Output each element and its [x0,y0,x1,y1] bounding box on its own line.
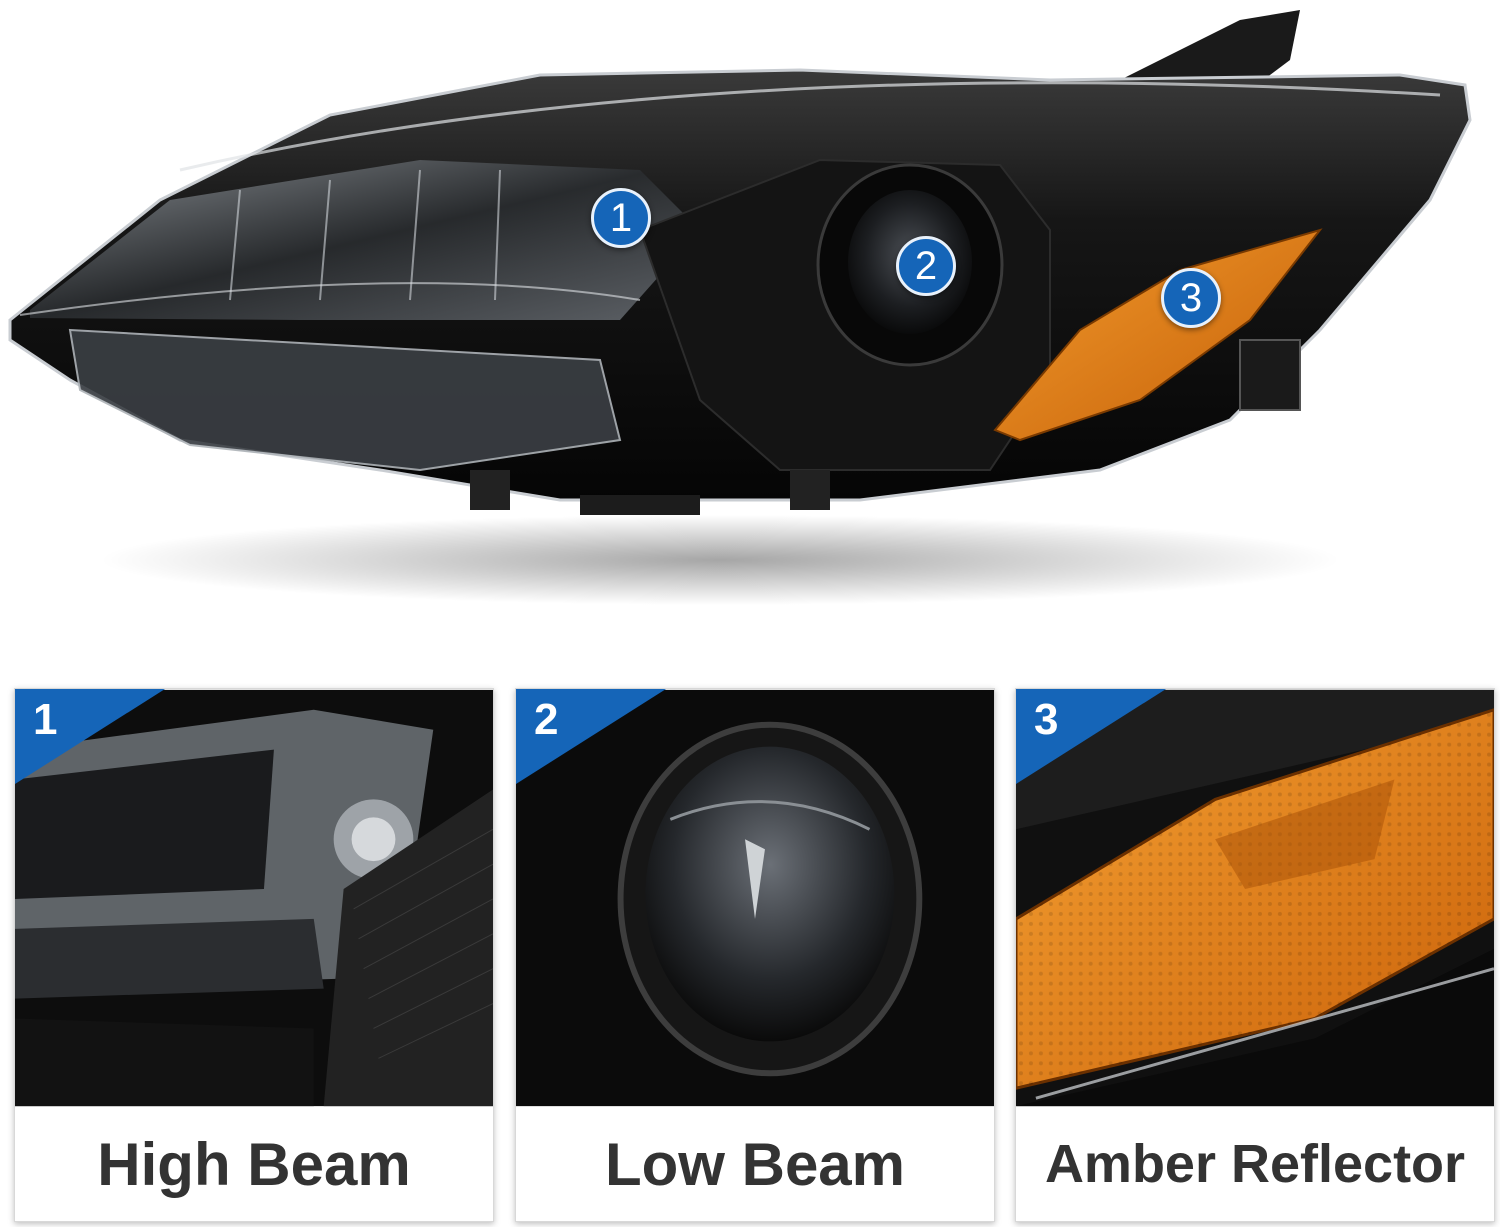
panel-number-1: 1 [33,695,58,744]
caption-high-beam: High Beam [15,1107,493,1221]
mount-bracket [1120,10,1300,90]
floor-shadow [100,515,1340,605]
panel-number-2: 2 [534,695,559,744]
marker-1: 1 [591,188,651,248]
lower-lens [68,328,622,472]
headlight-hero-image: 1 2 3 [8,10,1472,605]
headlight-illustration [8,10,1472,605]
high-beam-reflector [30,160,700,320]
marker-3: 3 [1161,268,1221,328]
detail-panel-amber-reflector: 3 Amber Reflector [1015,688,1495,1222]
caption-amber-reflector: Amber Reflector [1016,1107,1494,1221]
caption-low-beam: Low Beam [516,1107,994,1221]
detail-panel-high-beam: 1 High Beam [14,688,494,1222]
high-beam-closeup [15,689,493,1107]
panel-number-3: 3 [1034,695,1059,744]
corner-badge-3 [1016,689,1166,784]
corner-badge-2 [516,689,666,784]
low-beam-closeup [516,689,994,1107]
amber-reflector-closeup [1016,689,1494,1107]
marker-2: 2 [896,236,956,296]
detail-panel-low-beam: 2 Low Beam [515,688,995,1222]
amber-reflector [993,228,1323,442]
corner-badge-1 [15,689,165,784]
